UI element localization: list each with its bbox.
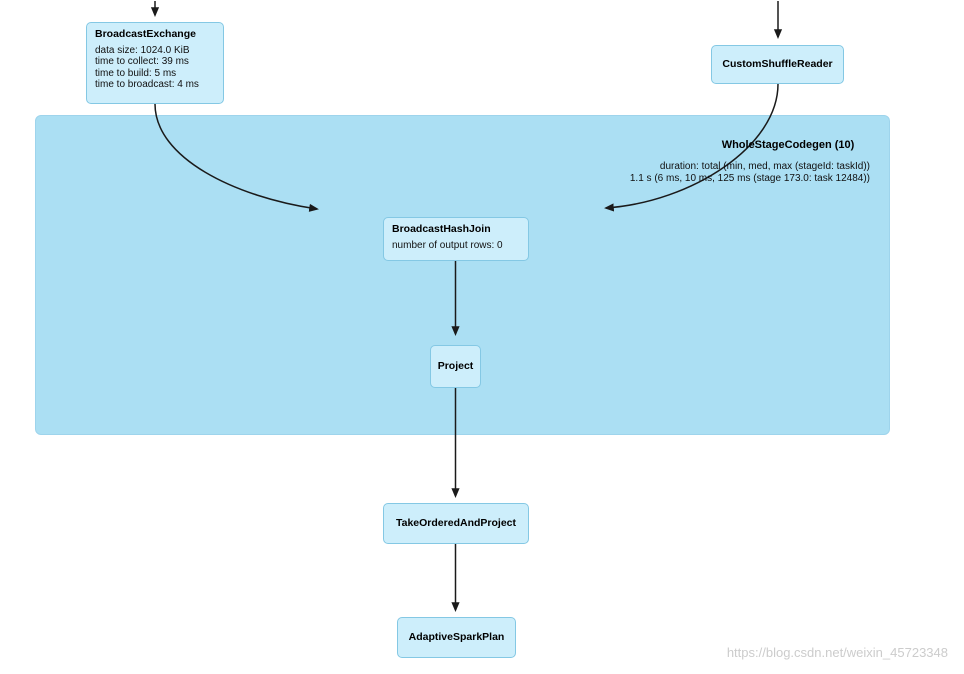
node-broadcast-exchange: BroadcastExchange data size: 1024.0 KiB … [86, 22, 224, 104]
node-title: BroadcastExchange [95, 28, 196, 40]
cluster-title: WholeStageCodegen (10) [721, 139, 855, 151]
node-metric: time to build: 5 ms [95, 67, 177, 79]
node-metric: data size: 1024.0 KiB [95, 44, 190, 56]
edge-custom-shuffle-reader-to-broadcast-hash-join [604, 83, 779, 212]
edge-broadcast-exchange-to-broadcast-hash-join [154, 103, 319, 212]
node-metric: time to broadcast: 4 ms [95, 79, 199, 90]
node-title: AdaptiveSparkPlan [408, 630, 505, 643]
duration-label-line: duration: total (min, med, max (stageId:… [659, 161, 870, 172]
node-broadcast-hash-join: BroadcastHashJoin number of output rows:… [383, 217, 529, 261]
node-title: BroadcastHashJoin [392, 223, 491, 235]
node-title: Project [437, 359, 474, 372]
cluster-duration-metrics: duration: total (min, med, max (stageId:… [550, 161, 870, 185]
node-title: CustomShuffleReader [722, 57, 833, 70]
node-adaptive-spark-plan: AdaptiveSparkPlan [397, 617, 516, 658]
node-metric: number of output rows: 0 [392, 239, 503, 251]
watermark-url: https://blog.csdn.net/weixin_45723348 [726, 645, 948, 660]
node-metric: time to collect: 39 ms [95, 56, 189, 67]
node-project: Project [430, 345, 481, 388]
node-custom-shuffle-reader: CustomShuffleReader [711, 45, 844, 84]
node-take-ordered-and-project: TakeOrderedAndProject [383, 503, 529, 544]
node-title: TakeOrderedAndProject [395, 516, 516, 529]
duration-value-line: 1.1 s (6 ms, 10 ms, 125 ms (stage 173.0:… [629, 173, 870, 184]
